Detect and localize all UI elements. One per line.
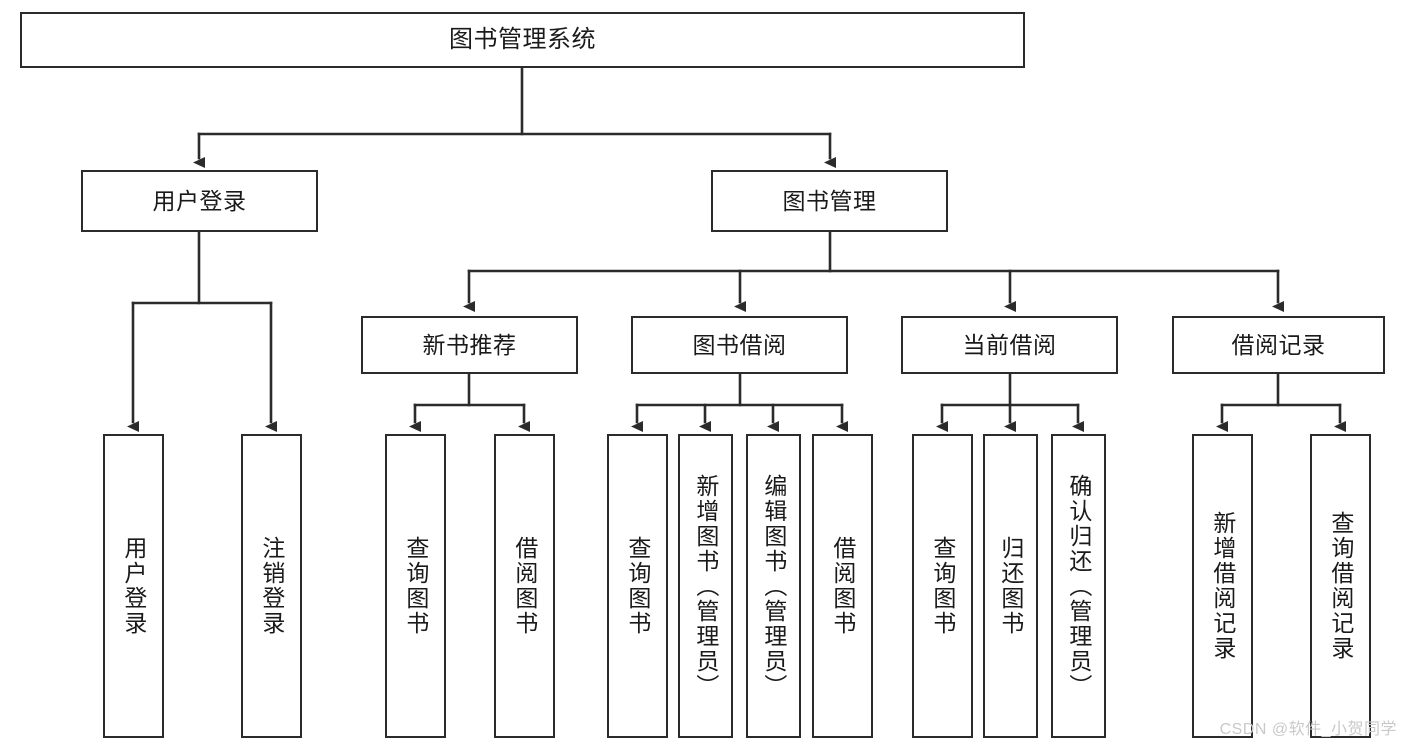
- leaf-logout[interactable]: 注销登录: [241, 434, 302, 738]
- node-label: 当前借阅: [962, 331, 1057, 358]
- leaf-query-books-borrowing[interactable]: 查询图书: [607, 434, 668, 738]
- node-book-management[interactable]: 图书管理: [711, 170, 948, 232]
- node-new-book-recommendation[interactable]: 新书推荐: [361, 316, 578, 374]
- leaf-query-borrow-record[interactable]: 查询借阅记录: [1310, 434, 1371, 738]
- leaf-add-borrow-record[interactable]: 新增借阅记录: [1192, 434, 1253, 738]
- node-label: 图书管理: [782, 187, 877, 214]
- node-label: 查询图书: [624, 536, 651, 636]
- leaf-add-book-admin[interactable]: 新增图书（管理员）: [678, 434, 733, 738]
- node-label: 图书管理系统: [449, 26, 596, 54]
- csdn-watermark: CSDN @软件_小贺同学: [1219, 721, 1397, 738]
- node-label: 查询图书: [402, 536, 429, 636]
- leaf-edit-book-admin[interactable]: 编辑图书（管理员）: [746, 434, 801, 738]
- leaf-confirm-return-admin[interactable]: 确认归还（管理员）: [1051, 434, 1106, 738]
- leaf-user-login[interactable]: 用户登录: [103, 434, 164, 738]
- node-label: 借阅图书: [829, 536, 856, 636]
- node-label: 图书借阅: [692, 331, 787, 358]
- leaf-borrow-books-recommendation[interactable]: 借阅图书: [494, 434, 555, 738]
- node-label: 确认归还（管理员）: [1065, 473, 1092, 699]
- node-label: 借阅图书: [511, 536, 538, 636]
- node-label: 新增图书（管理员）: [692, 473, 719, 699]
- node-book-borrowing[interactable]: 图书借阅: [631, 316, 848, 374]
- leaf-return-books[interactable]: 归还图书: [983, 434, 1038, 738]
- node-user-login[interactable]: 用户登录: [81, 170, 318, 232]
- leaf-query-books-recommendation[interactable]: 查询图书: [385, 434, 446, 738]
- node-label: 查询图书: [929, 536, 956, 636]
- node-label: 新增借阅记录: [1209, 511, 1236, 661]
- node-label: 借阅记录: [1231, 331, 1326, 358]
- node-root-system[interactable]: 图书管理系统: [20, 12, 1025, 68]
- node-label: 归还图书: [997, 536, 1024, 636]
- node-label: 注销登录: [258, 536, 285, 636]
- leaf-query-books-current[interactable]: 查询图书: [912, 434, 973, 738]
- node-current-borrowing[interactable]: 当前借阅: [901, 316, 1118, 374]
- leaf-borrow-books-borrowing[interactable]: 借阅图书: [812, 434, 873, 738]
- node-label: 新书推荐: [422, 331, 517, 358]
- node-label: 用户登录: [120, 536, 147, 636]
- node-label: 查询借阅记录: [1327, 511, 1354, 661]
- node-label: 用户登录: [152, 187, 247, 214]
- node-label: 编辑图书（管理员）: [760, 473, 787, 699]
- node-borrowing-records[interactable]: 借阅记录: [1172, 316, 1385, 374]
